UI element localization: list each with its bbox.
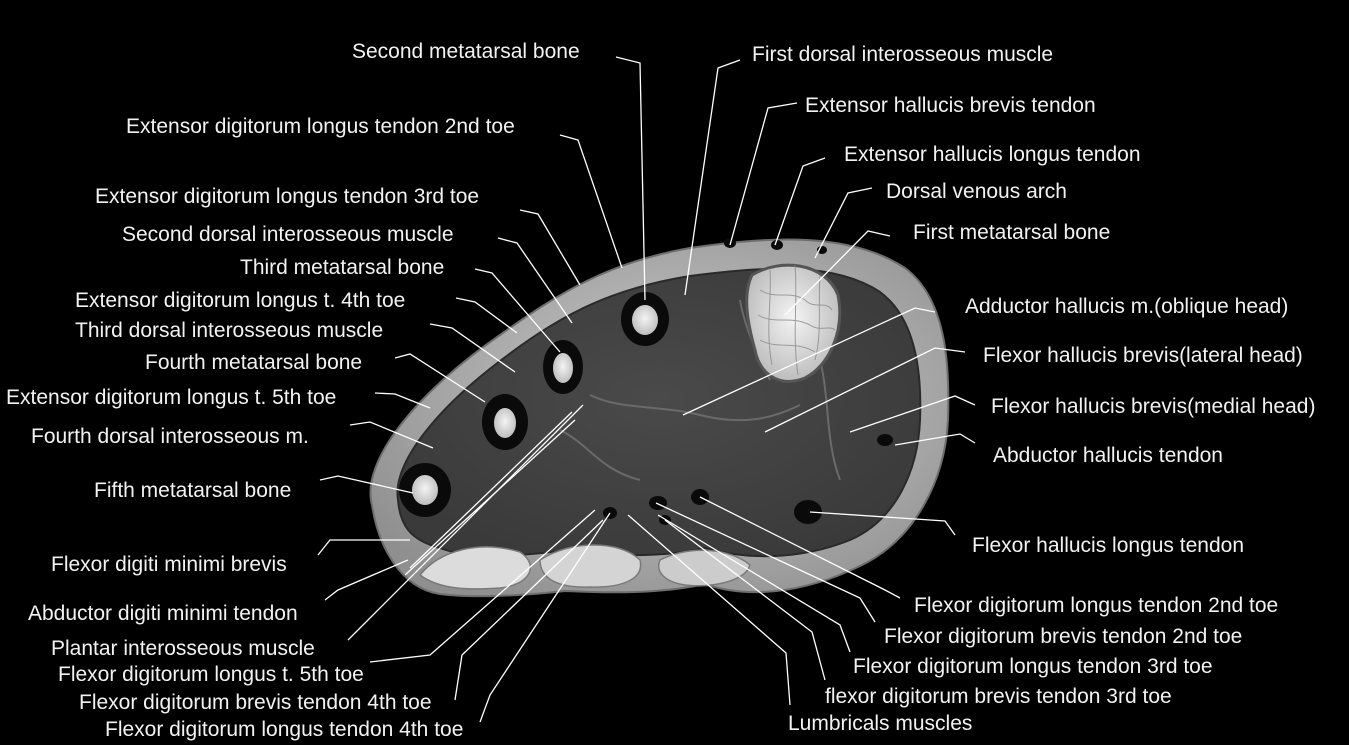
label-fhb-medial: Flexor hallucis brevis(medial head) [991, 395, 1316, 418]
second-metatarsal [621, 292, 669, 346]
label-dorsal-venous-arch: Dorsal venous arch [886, 180, 1067, 203]
label-fifth-metatarsal-bone: Fifth metatarsal bone [94, 479, 292, 502]
label-plantar-interosseous: Plantar interosseous muscle [51, 637, 315, 660]
fifth-metatarsal [399, 463, 451, 517]
label-fhl-tendon: Flexor hallucis longus tendon [972, 534, 1244, 557]
label-first-metatarsal-bone: First metatarsal bone [913, 221, 1111, 244]
label-fourth-dorsal-interosseous: Fourth dorsal interosseous m. [31, 425, 309, 448]
label-fdl-2nd: Flexor digitorum longus tendon 2nd toe [914, 594, 1279, 617]
label-adductor-hallucis: Adductor hallucis m.(oblique head) [965, 295, 1289, 318]
label-edl-3rd: Extensor digitorum longus tendon 3rd toe [95, 185, 480, 208]
label-fdmb: Flexor digiti minimi brevis [51, 553, 287, 576]
label-fdl-3rd: Flexor digitorum longus tendon 3rd toe [853, 655, 1213, 678]
label-first-dorsal-interosseous: First dorsal interosseous muscle [752, 43, 1054, 66]
label-edl-2nd: Extensor digitorum longus tendon 2nd toe [126, 115, 515, 138]
label-ehl-tendon: Extensor hallucis longus tendon [844, 143, 1141, 166]
label-lumbricals: Lumbricals muscles [788, 712, 973, 735]
fourth-metatarsal [482, 394, 528, 450]
leader-lines [317, 56, 976, 723]
label-fdb-3rd: flexor digitorum brevis tendon 3rd toe [825, 685, 1172, 708]
label-fdb-2nd: Flexor digitorum brevis tendon 2nd toe [884, 625, 1243, 648]
label-second-metatarsal-bone: Second metatarsal bone [352, 40, 580, 63]
label-ehb-tendon: Extensor hallucis brevis tendon [805, 94, 1096, 117]
label-fourth-metatarsal-bone: Fourth metatarsal bone [145, 351, 363, 374]
label-fdl-4th: Flexor digitorum longus tendon 4th toe [105, 718, 464, 741]
label-abductor-hallucis-tendon: Abductor hallucis tendon [993, 444, 1223, 467]
label-third-metatarsal-bone: Third metatarsal bone [240, 256, 445, 279]
third-metatarsal [543, 340, 583, 394]
label-edl-4th: Extensor digitorum longus t. 4th toe [75, 289, 406, 312]
label-fhb-lateral: Flexor hallucis brevis(lateral head) [983, 344, 1303, 367]
label-adm-tendon: Abductor digiti minimi tendon [28, 602, 298, 625]
label-third-dorsal-interosseous: Third dorsal interosseous muscle [75, 319, 384, 342]
label-fdl-5th: Flexor digitorum longus t. 5th toe [58, 663, 364, 686]
label-second-dorsal-interosseous: Second dorsal interosseous muscle [122, 223, 454, 246]
label-fdb-4th: Flexor digitorum brevis tendon 4th toe [79, 691, 432, 714]
label-edl-5th: Extensor digitorum longus t. 5th toe [6, 386, 337, 409]
